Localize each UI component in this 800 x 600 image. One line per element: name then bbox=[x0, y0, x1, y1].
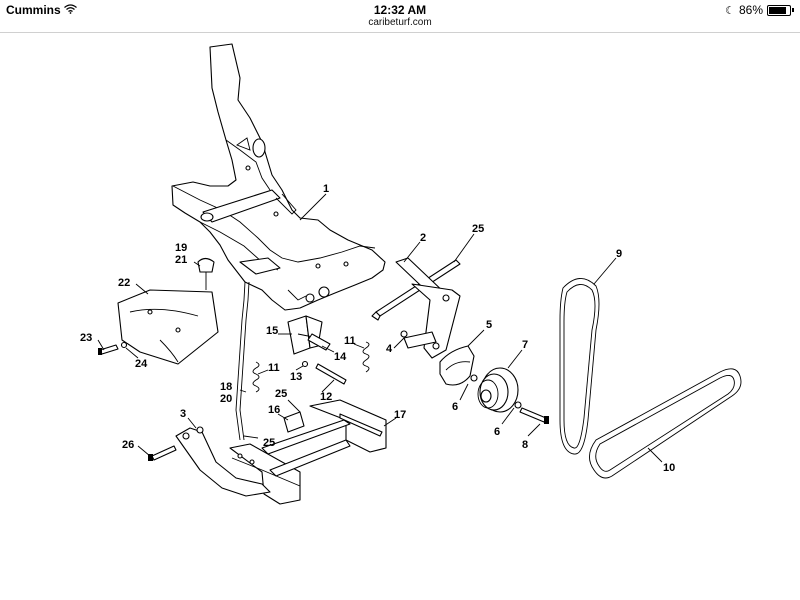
callout-11-left: 11 bbox=[268, 362, 280, 374]
carrier-name: Cummins bbox=[6, 3, 61, 17]
bolt-26-part bbox=[148, 445, 177, 461]
belt-9-part bbox=[559, 278, 600, 455]
callout-4: 4 bbox=[386, 343, 393, 355]
callout-13: 13 bbox=[290, 371, 302, 383]
callout-11-right: 11 bbox=[344, 335, 356, 347]
callout-8: 8 bbox=[522, 439, 528, 451]
callout-2: 2 bbox=[420, 232, 426, 244]
callout-17: 17 bbox=[394, 409, 406, 421]
bolt-8-part bbox=[519, 407, 549, 424]
callout-6-lower: 6 bbox=[494, 426, 500, 438]
callout-1: 1 bbox=[323, 183, 329, 195]
cover-plate-part bbox=[117, 289, 219, 365]
belt-guard-part bbox=[439, 345, 475, 386]
callout-12: 12 bbox=[320, 391, 332, 403]
callout-25-lower: 25 bbox=[263, 437, 275, 449]
callout-23: 23 bbox=[80, 332, 92, 344]
callout-25-rod: 25 bbox=[472, 223, 484, 235]
callout-9: 9 bbox=[616, 248, 622, 260]
callouts: 1 2 25 9 19 21 22 5 7 4 11 15 14 23 24 6… bbox=[80, 183, 675, 474]
fasteners-12-13 bbox=[301, 360, 347, 385]
bracket-15-part bbox=[287, 315, 331, 355]
pulley-part bbox=[470, 367, 522, 413]
url-domain: caribeturf.com bbox=[368, 17, 432, 28]
lower-frame-part bbox=[229, 399, 387, 505]
knob-part bbox=[197, 257, 215, 290]
battery-icon bbox=[767, 4, 791, 16]
callout-24: 24 bbox=[135, 358, 148, 370]
belt-10-part bbox=[589, 368, 742, 479]
spring-11-right-part bbox=[362, 341, 370, 373]
pin-16-part bbox=[283, 411, 305, 433]
callout-15: 15 bbox=[266, 325, 278, 337]
callout-16: 16 bbox=[268, 404, 280, 416]
spring-11-left-part bbox=[252, 361, 260, 393]
url-bar[interactable]: caribeturf.com bbox=[0, 17, 800, 33]
callout-21: 21 bbox=[175, 254, 187, 266]
wifi-icon bbox=[63, 3, 77, 17]
callout-6-upper: 6 bbox=[452, 401, 458, 413]
clock: 12:32 AM bbox=[373, 3, 427, 17]
curved-bracket-part bbox=[175, 426, 271, 497]
shaft-assembly bbox=[371, 257, 461, 359]
moon-icon: ☾ bbox=[725, 4, 735, 17]
callout-10: 10 bbox=[663, 462, 675, 474]
callout-18: 18 bbox=[220, 381, 232, 393]
callout-7: 7 bbox=[522, 339, 528, 351]
status-bar: Cummins 12:32 AM ☾ 86% bbox=[0, 0, 800, 20]
callout-22: 22 bbox=[118, 277, 130, 289]
callout-14: 14 bbox=[334, 351, 347, 363]
callout-3: 3 bbox=[180, 408, 186, 420]
control-rod-part bbox=[235, 257, 281, 441]
battery-percent: 86% bbox=[738, 3, 763, 17]
frame-part bbox=[171, 43, 386, 311]
callout-20: 20 bbox=[220, 393, 232, 405]
bolt-23-part bbox=[98, 341, 128, 355]
callout-5: 5 bbox=[486, 319, 492, 331]
callout-26: 26 bbox=[122, 439, 134, 451]
callout-19: 19 bbox=[175, 242, 187, 254]
callout-25-left: 25 bbox=[275, 388, 287, 400]
